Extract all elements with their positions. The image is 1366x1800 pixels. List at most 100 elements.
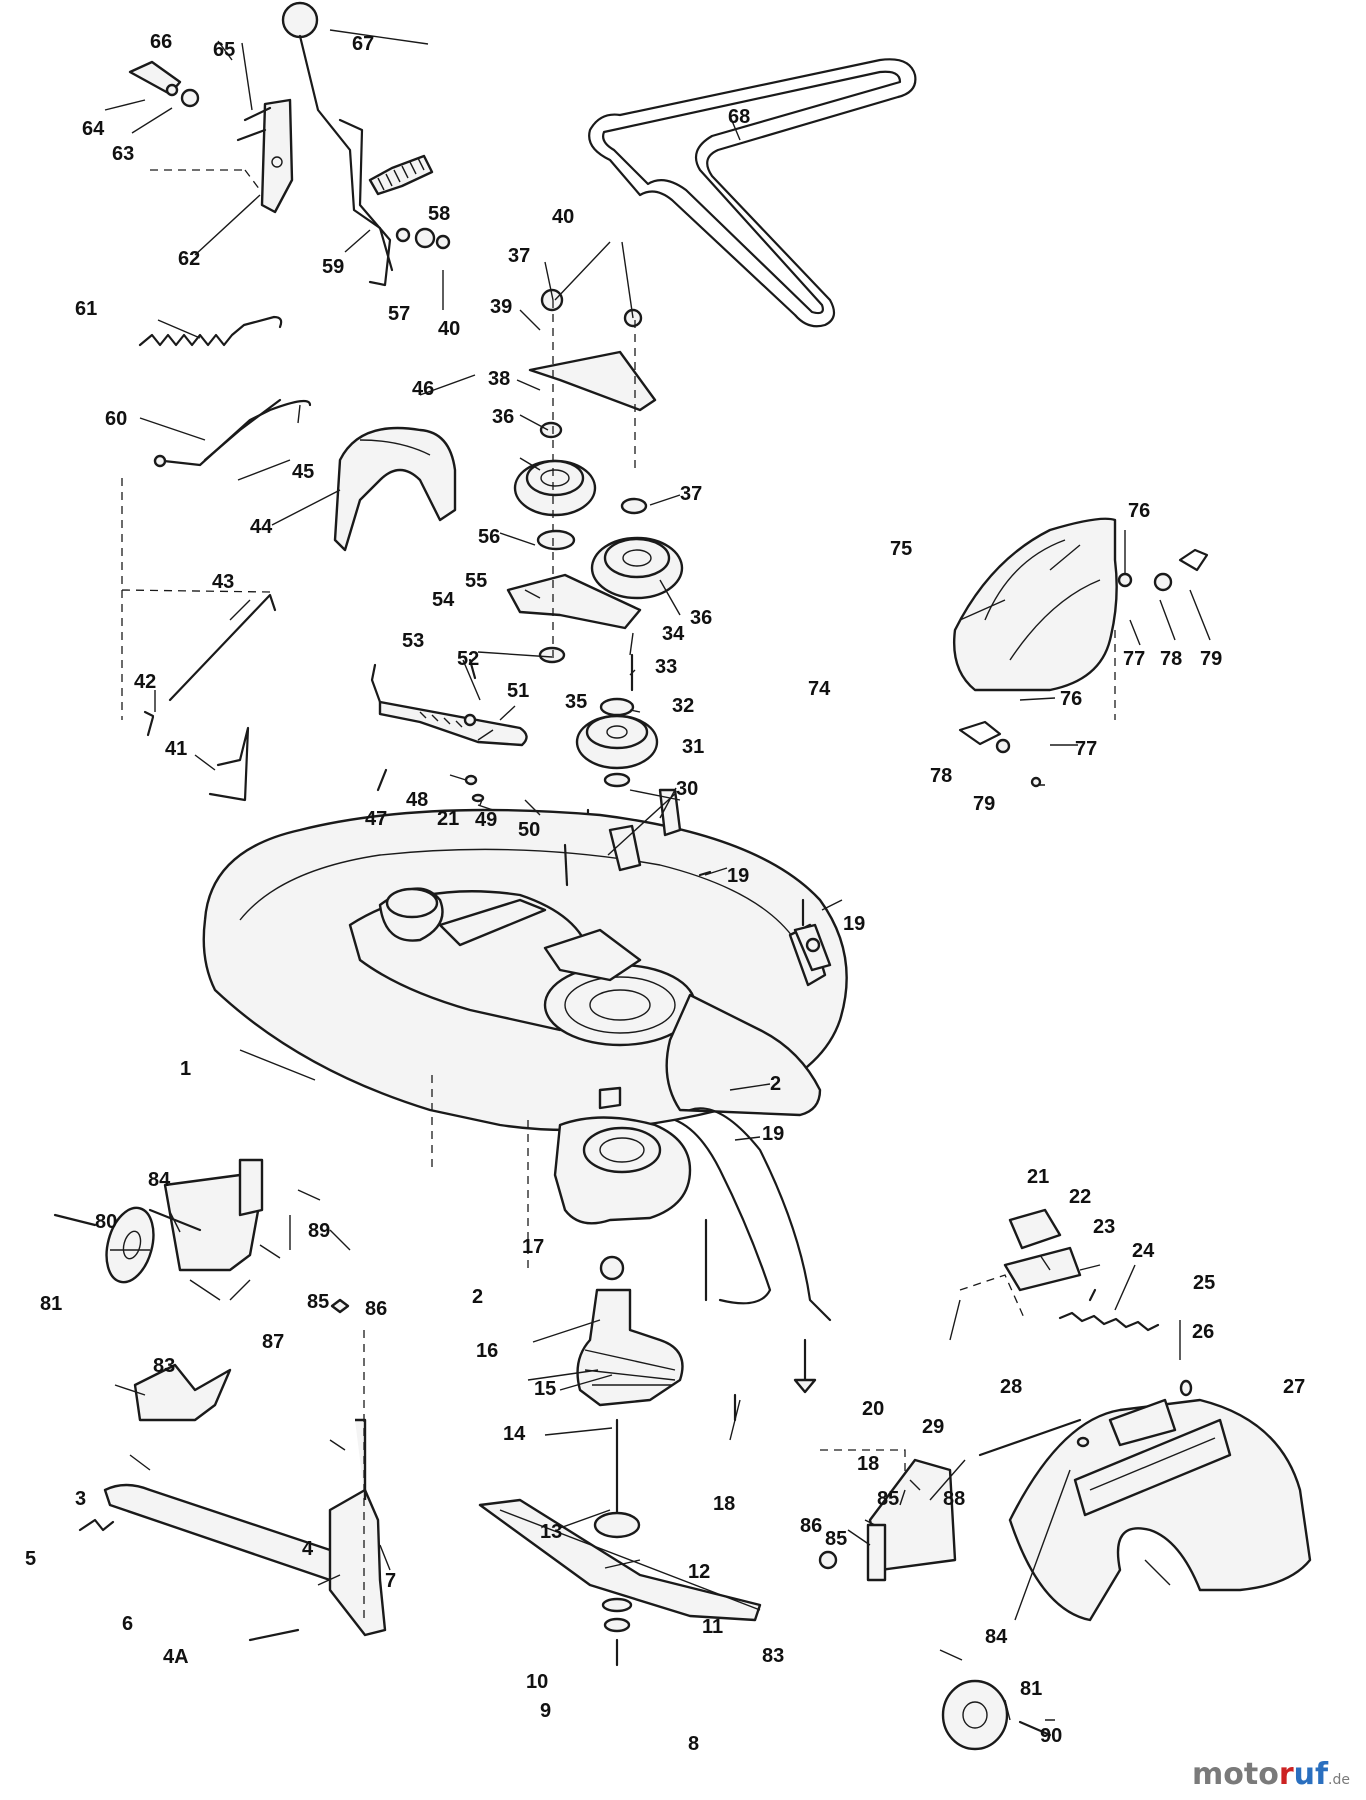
callout-19c: 19	[762, 1123, 784, 1145]
callout-37a: 37	[508, 245, 530, 267]
leader-lines	[104, 29, 1211, 1721]
discharge-guide-rod	[673, 1107, 832, 1422]
callout-36b: 36	[690, 607, 712, 629]
callout-32: 32	[672, 695, 694, 717]
callout-45: 45	[292, 461, 314, 483]
callout-81b: 81	[1020, 1678, 1042, 1700]
callout-40b: 40	[552, 206, 574, 228]
watermark-logo: motoruf.de	[1192, 1757, 1350, 1792]
callout-37b: 37	[680, 483, 702, 505]
callout-58: 58	[428, 203, 450, 225]
callout-27: 27	[1283, 1376, 1305, 1398]
callout-57: 57	[388, 303, 410, 325]
callout-85b: 85	[877, 1488, 899, 1510]
callout-63: 63	[112, 143, 134, 165]
callout-18b: 18	[713, 1493, 735, 1515]
callout-36a: 36	[492, 406, 514, 428]
callout-54: 54	[432, 589, 455, 611]
callout-17: 17	[522, 1236, 544, 1258]
callout-87: 87	[262, 1331, 284, 1353]
callout-78b: 78	[930, 765, 952, 787]
callout-86b: 86	[800, 1515, 822, 1537]
callout-12: 12	[688, 1561, 710, 1583]
callout-90: 90	[1040, 1725, 1062, 1747]
chute-deflector	[953, 517, 1209, 788]
blade-spindle-assembly	[478, 1116, 762, 1667]
callout-29: 29	[922, 1416, 944, 1438]
callout-15: 15	[534, 1378, 556, 1400]
callout-7: 7	[385, 1570, 396, 1592]
gauge-wheel-left	[53, 1158, 350, 1314]
callout-labels: 66 65 67 64 63 62 59 58 57 40 61 60 46 4…	[25, 31, 1305, 1755]
callout-9: 9	[540, 1700, 551, 1722]
callout-76a: 76	[1128, 500, 1150, 522]
callout-79b: 79	[973, 793, 995, 815]
callout-88: 88	[943, 1488, 965, 1510]
callout-83b: 83	[762, 1645, 784, 1667]
callout-3: 3	[75, 1488, 86, 1510]
callout-59: 59	[322, 256, 344, 278]
callout-80: 80	[95, 1211, 117, 1233]
callout-56: 56	[478, 526, 500, 548]
mower-deck-housing	[202, 788, 848, 1270]
callout-1: 1	[180, 1058, 191, 1080]
callout-66: 66	[150, 31, 172, 53]
callout-79a: 79	[1200, 648, 1222, 670]
callout-39: 39	[490, 296, 512, 318]
callout-38: 38	[488, 368, 510, 390]
spring-and-link	[138, 315, 312, 468]
callout-19b: 19	[843, 913, 865, 935]
callout-22: 22	[1069, 1186, 1091, 1208]
callout-84b: 84	[985, 1626, 1008, 1648]
chute-bracket	[959, 1208, 1193, 1397]
callout-31: 31	[682, 736, 704, 758]
callout-52: 52	[457, 648, 479, 670]
callout-42: 42	[134, 671, 156, 693]
lift-rods	[121, 478, 277, 802]
callout-85c: 85	[825, 1528, 847, 1550]
callout-28: 28	[1000, 1376, 1022, 1398]
callout-43: 43	[212, 571, 234, 593]
center-pulley-stack	[506, 288, 684, 664]
discharge-chute	[978, 1398, 1312, 1622]
callout-18a: 18	[857, 1453, 879, 1475]
callout-5: 5	[25, 1548, 36, 1570]
callout-84a: 84	[148, 1169, 171, 1191]
callout-77a: 77	[1123, 648, 1145, 670]
deck-hanger-right	[698, 870, 832, 972]
callout-11: 11	[702, 1616, 723, 1638]
idler-arm	[370, 658, 528, 803]
callout-60: 60	[105, 408, 127, 430]
drive-belt	[588, 58, 917, 328]
front-baffle-assembly	[78, 1330, 387, 1642]
callout-8: 8	[688, 1733, 699, 1755]
callout-4a: 4A	[163, 1646, 189, 1668]
callout-65: 65	[213, 39, 235, 61]
callout-2b: 2	[472, 1286, 483, 1308]
callout-34: 34	[662, 623, 685, 645]
lift-lever-assembly	[128, 1, 451, 287]
pulley-guard	[333, 426, 457, 552]
callout-76b: 76	[1060, 688, 1082, 710]
callout-51: 51	[507, 680, 529, 702]
callout-20: 20	[862, 1398, 884, 1420]
gauge-wheel-right	[818, 1449, 1052, 1751]
callout-49: 49	[475, 809, 497, 831]
callout-85a: 85	[307, 1291, 329, 1313]
watermark-part-b: r	[1278, 1757, 1294, 1792]
callout-75: 75	[890, 538, 912, 560]
watermark-part-c: uf	[1293, 1757, 1329, 1792]
callout-83a: 83	[153, 1355, 175, 1377]
watermark-part-a: moto	[1192, 1757, 1279, 1792]
callout-33: 33	[655, 656, 677, 678]
callout-30: 30	[676, 778, 698, 800]
callout-23: 23	[1093, 1216, 1115, 1238]
callout-41: 41	[165, 738, 187, 760]
callout-62: 62	[178, 248, 200, 270]
callout-2a: 2	[770, 1073, 781, 1095]
callout-74: 74	[808, 678, 831, 700]
callout-21a: 21	[437, 808, 459, 830]
callout-78a: 78	[1160, 648, 1182, 670]
callout-81a: 81	[40, 1293, 62, 1315]
callout-19a: 19	[727, 865, 749, 887]
